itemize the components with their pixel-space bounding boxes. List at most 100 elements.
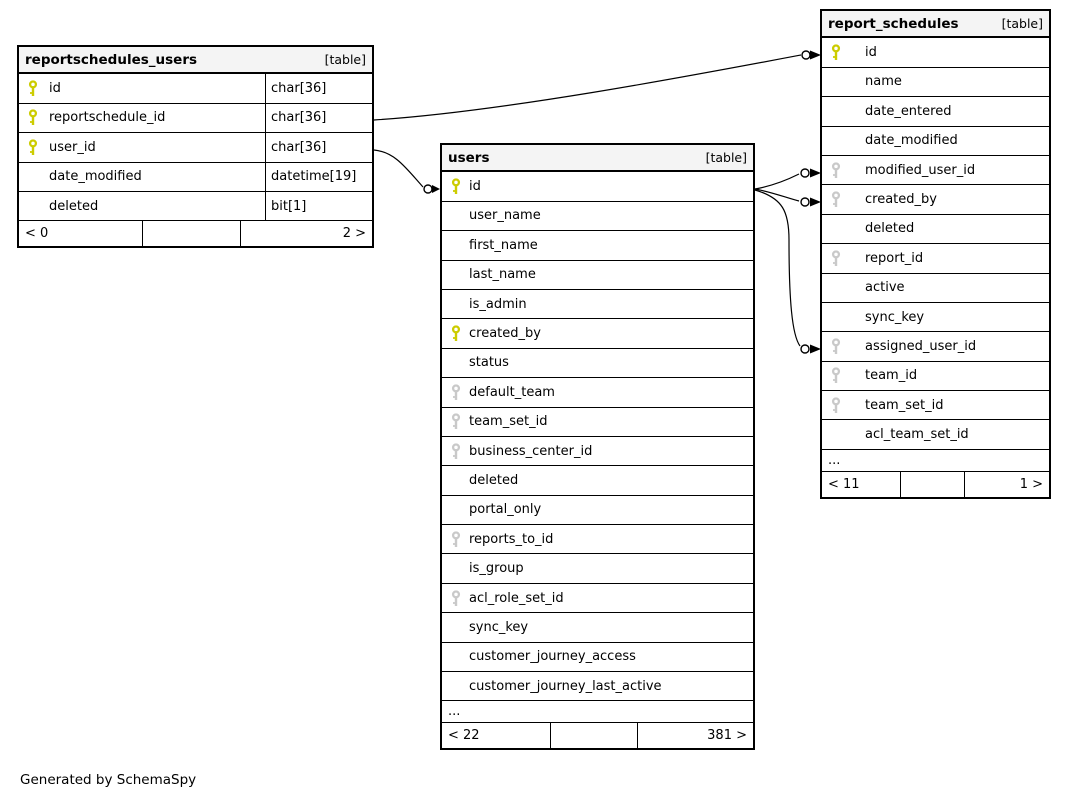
- generated-by-credit: Generated by SchemaSpy: [20, 772, 197, 788]
- foreign-key-icon: [822, 161, 865, 179]
- column-row-first_name[interactable]: first_name: [442, 231, 753, 261]
- foreign-key-icon: [822, 397, 865, 414]
- column-name: date_modified: [865, 133, 958, 149]
- column-row-team_set_id[interactable]: team_set_id: [442, 407, 753, 437]
- column-row-sync_key[interactable]: sync_key: [822, 302, 1049, 333]
- table-rows: id name date_entered date_modified modified_…: [822, 38, 1049, 472]
- column-row-acl_team_set_id[interactable]: acl_team_set_id: [822, 420, 1049, 450]
- primary-key-icon: [822, 44, 865, 61]
- table-title: users: [448, 149, 490, 166]
- foreign-key-icon: [442, 589, 469, 607]
- column-row-created_by[interactable]: created_by: [442, 319, 753, 349]
- column-name: deleted: [49, 198, 99, 214]
- column-row-deleted[interactable]: deleted: [822, 214, 1049, 245]
- column-row-id[interactable]: id: [442, 172, 753, 202]
- column-row-created_by[interactable]: created_by: [822, 185, 1049, 215]
- rel-user-id-to-users-id: [373, 149, 440, 194]
- column-row-is_group[interactable]: is_group: [442, 554, 753, 584]
- table-header[interactable]: users [table]: [442, 145, 753, 173]
- footer-children-count: 1 >: [1019, 476, 1043, 492]
- column-name: name: [865, 74, 902, 90]
- column-row-acl_role_set_id[interactable]: acl_role_set_id: [442, 583, 753, 614]
- rel-reportschedule-id-to-report-schedules-id: [373, 50, 821, 121]
- column-row-status[interactable]: status: [442, 348, 753, 379]
- column-name: acl_role_set_id: [469, 590, 564, 606]
- column-name: created_by: [865, 192, 937, 208]
- foreign-key-icon: [442, 531, 469, 548]
- column-name: date_entered: [865, 103, 952, 119]
- column-row-sync_key[interactable]: sync_key: [442, 613, 753, 643]
- footer-children-count: 381 >: [707, 728, 747, 744]
- column-row-team_set_id[interactable]: team_set_id: [822, 391, 1049, 421]
- column-row-date_modified[interactable]: date_modified datetime[19]: [19, 162, 372, 192]
- foreign-key-icon: [822, 191, 865, 208]
- rel-users-id-to-assigned-user-id: [754, 189, 821, 354]
- rel-users-id-to-modified-user-id: [754, 168, 821, 190]
- column-row-is_admin[interactable]: is_admin: [442, 289, 753, 320]
- table-type-badge: [table]: [324, 52, 366, 68]
- column-name: customer_journey_access: [469, 649, 636, 665]
- column-name: assigned_user_id: [865, 338, 977, 354]
- primary-key-icon: [442, 178, 469, 195]
- table-report-schedules[interactable]: report_schedules [table] id name date_ente…: [820, 9, 1051, 499]
- column-row-date_entered[interactable]: date_entered: [822, 97, 1049, 127]
- column-row-date_modified[interactable]: date_modified: [822, 126, 1049, 156]
- column-name: status: [469, 355, 509, 371]
- column-name: id: [49, 81, 61, 97]
- column-row-customer_journey_access[interactable]: customer_journey_access: [442, 642, 753, 673]
- column-name: is_group: [469, 561, 524, 577]
- column-name: last_name: [469, 267, 536, 283]
- column-row-name[interactable]: name: [822, 67, 1049, 98]
- table-header[interactable]: report_schedules [table]: [822, 11, 1049, 39]
- column-row-customer_journey_last_active[interactable]: customer_journey_last_active: [442, 672, 753, 702]
- arrowhead-icon: [810, 197, 821, 207]
- column-row-portal_only[interactable]: portal_only: [442, 495, 753, 526]
- column-row-default_team[interactable]: default_team: [442, 378, 753, 408]
- primary-key-icon: [19, 109, 49, 126]
- column-name: date_modified: [49, 169, 142, 185]
- column-name: customer_journey_last_active: [469, 678, 662, 694]
- table-header[interactable]: reportschedules_users [table]: [19, 47, 372, 75]
- column-row-modified_user_id[interactable]: modified_user_id: [822, 155, 1049, 186]
- arrowhead-icon: [810, 50, 821, 60]
- column-row-report_id[interactable]: report_id: [822, 244, 1049, 274]
- primary-key-icon: [19, 80, 49, 97]
- column-type: datetime[19]: [265, 162, 372, 191]
- column-name: deleted: [469, 472, 519, 488]
- table-type-badge: [table]: [1001, 16, 1043, 32]
- ellipsis-row: ...: [442, 701, 753, 724]
- column-name: business_center_id: [469, 443, 593, 459]
- column-row-business_center_id[interactable]: business_center_id: [442, 436, 753, 467]
- column-row-team_id[interactable]: team_id: [822, 361, 1049, 392]
- column-row-reports_to_id[interactable]: reports_to_id: [442, 525, 753, 555]
- table-type-badge: [table]: [705, 150, 747, 166]
- column-row-id[interactable]: id: [822, 38, 1049, 68]
- foreign-key-icon: [442, 413, 469, 430]
- column-row-user_name[interactable]: user_name: [442, 201, 753, 232]
- column-row-deleted[interactable]: deleted: [442, 466, 753, 496]
- column-name: id: [865, 45, 877, 61]
- column-name: default_team: [469, 384, 555, 400]
- column-row-assigned_user_id[interactable]: assigned_user_id: [822, 332, 1049, 362]
- ellipsis-row: ...: [822, 449, 1049, 472]
- table-title: report_schedules: [828, 15, 959, 32]
- foreign-key-icon: [822, 250, 865, 267]
- column-name: team_id: [865, 368, 918, 384]
- arrowhead-icon: [810, 344, 821, 354]
- table-footer: < 11 1 >: [822, 471, 1049, 497]
- column-row-active[interactable]: active: [822, 273, 1049, 303]
- column-row-last_name[interactable]: last_name: [442, 260, 753, 290]
- column-name: created_by: [469, 326, 541, 342]
- column-name: team_set_id: [865, 397, 944, 413]
- column-name: sync_key: [469, 619, 529, 635]
- column-name: acl_team_set_id: [865, 427, 969, 443]
- column-name: modified_user_id: [865, 162, 976, 178]
